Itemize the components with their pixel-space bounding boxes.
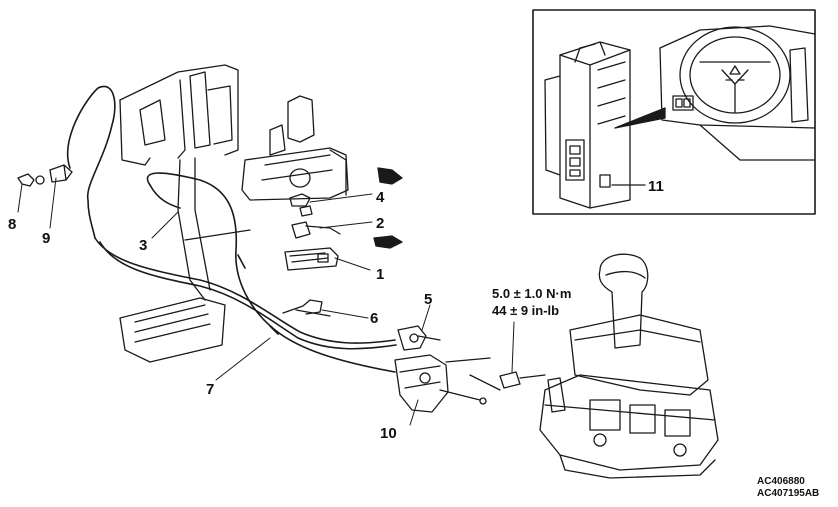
callout-10: 10 xyxy=(380,425,397,442)
brake-pedal-assembly xyxy=(119,64,251,363)
callout-1: 1 xyxy=(376,266,384,283)
cables xyxy=(67,85,397,373)
torque-imperial: 44 ± 9 in-lb xyxy=(492,303,559,318)
callout-5: 5 xyxy=(424,291,432,308)
switch-parts xyxy=(284,167,403,271)
callout-2: 2 xyxy=(376,215,384,232)
callout-6: 6 xyxy=(370,310,378,327)
cable-clips xyxy=(17,164,73,187)
callout-8: 8 xyxy=(8,216,16,233)
callout-4: 4 xyxy=(376,189,385,206)
leader-lines xyxy=(17,177,646,426)
mounting-bolt xyxy=(499,371,546,389)
callout-3: 3 xyxy=(139,237,147,254)
figure-code-1: AC406880 xyxy=(757,476,805,487)
callout-11: 11 xyxy=(648,178,664,195)
callout-9: 9 xyxy=(42,230,50,247)
figure-code-2: AC407195AB xyxy=(757,488,819,499)
shifter-assembly xyxy=(539,253,719,479)
cable-bracket xyxy=(394,325,501,413)
part-6 xyxy=(282,299,331,317)
inset-panel xyxy=(532,9,816,215)
callout-7: 7 xyxy=(206,381,214,398)
torque-metric: 5.0 ± 1.0 N·m xyxy=(492,286,571,301)
column-parts xyxy=(241,95,349,201)
